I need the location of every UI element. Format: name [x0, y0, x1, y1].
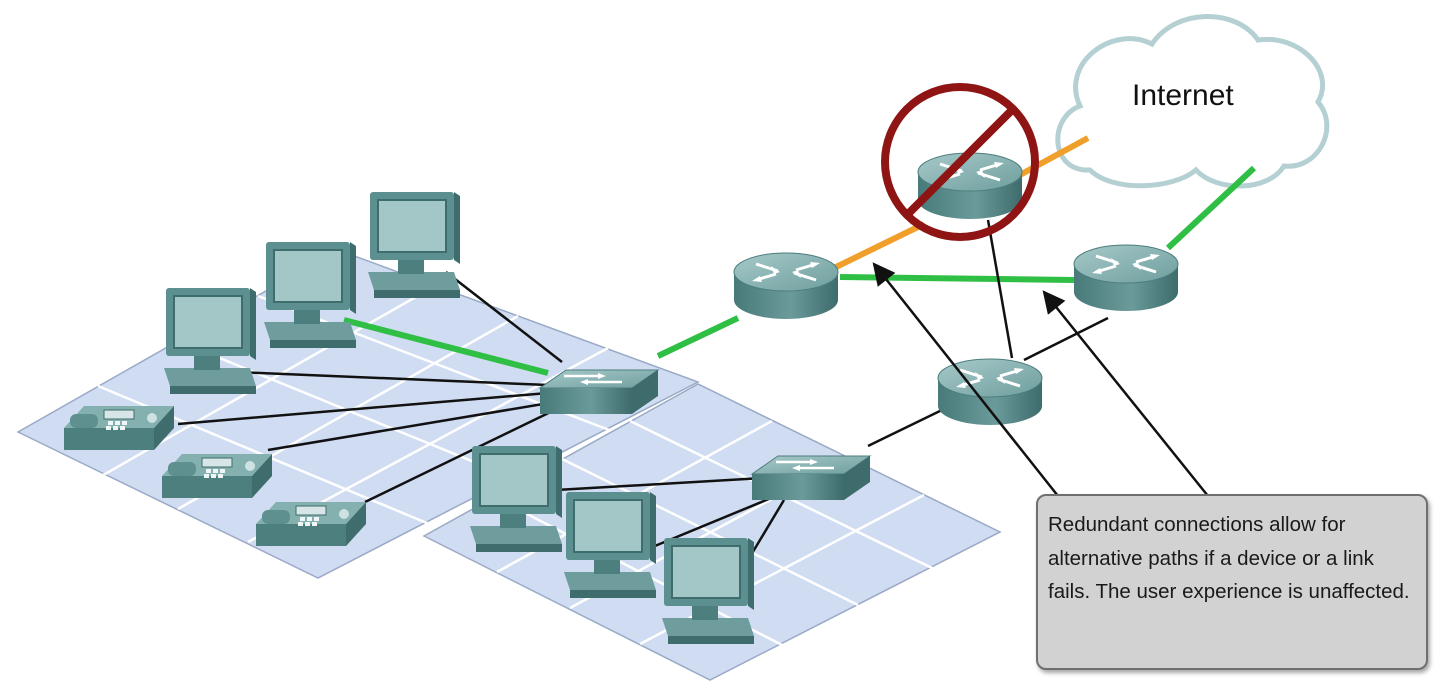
- computer-icon: [469, 445, 563, 553]
- failed-link-router-a-to-router-b: [832, 221, 926, 271]
- prohibited-icon: [881, 83, 1039, 241]
- active-link-pc-to-switch: [343, 317, 549, 376]
- switch-icon: [750, 454, 872, 502]
- computer-4: [469, 445, 563, 553]
- computer-icon: [263, 241, 357, 349]
- computer-6: [661, 537, 755, 645]
- computer-1: [367, 191, 461, 299]
- callout-text: Redundant connections allow for alternat…: [1048, 513, 1410, 603]
- cloud-label: Internet: [1132, 79, 1234, 112]
- router-d: [936, 357, 1044, 427]
- computer-icon: [661, 537, 755, 645]
- active-link-router-c-to-internet: [1165, 165, 1257, 251]
- arrow-icon: [872, 262, 1059, 497]
- switch-right: [750, 454, 872, 502]
- active-link-switch-to-router-a: [656, 315, 740, 359]
- computer-2: [263, 241, 357, 349]
- router-a: [732, 251, 840, 321]
- ip-phone-1: [63, 405, 175, 451]
- failed-link-router-b-to-internet: [1016, 135, 1090, 179]
- ip-phone-icon: [255, 501, 367, 547]
- router-c: [1072, 243, 1180, 313]
- ip-phone-2: [161, 453, 273, 499]
- computer-3: [163, 287, 257, 395]
- computer-icon: [163, 287, 257, 395]
- ip-phone-icon: [161, 453, 273, 499]
- active-link-router-a-to-router-c: [839, 274, 1075, 283]
- callout-box: Redundant connections allow for alternat…: [1036, 494, 1428, 670]
- switch-icon: [538, 368, 660, 416]
- callout-arrows: [872, 262, 1209, 497]
- router-icon: [936, 357, 1044, 427]
- internet-cloud: Internet: [1055, 14, 1330, 189]
- computer-5: [563, 491, 657, 599]
- ip-phone-3: [255, 501, 367, 547]
- computer-icon: [563, 491, 657, 599]
- cloud-icon: [1055, 14, 1330, 189]
- ip-phone-icon: [63, 405, 175, 451]
- router-icon: [1072, 243, 1180, 313]
- computer-icon: [367, 191, 461, 299]
- arrow-icon: [1042, 290, 1209, 497]
- switch-left: [538, 368, 660, 416]
- router-icon: [732, 251, 840, 321]
